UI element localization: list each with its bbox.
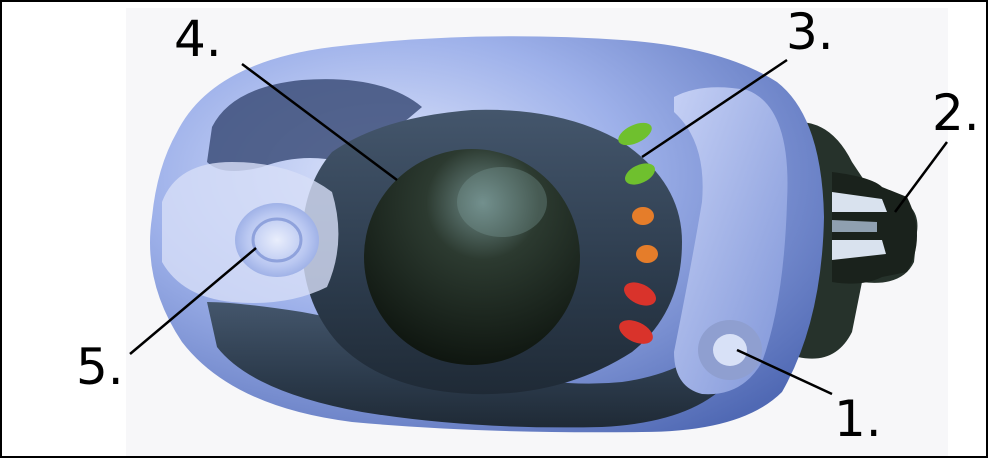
callout-line-2: [895, 142, 947, 212]
callout-label-5: 5.: [76, 342, 124, 392]
left-button: [235, 203, 319, 277]
led-orange-4: [636, 245, 658, 263]
trackball: [364, 149, 580, 365]
callout-label-1: 1.: [834, 394, 882, 444]
right-button: [698, 320, 762, 380]
callout-label-2: 2.: [932, 88, 980, 138]
callout-label-3: 3.: [786, 7, 834, 57]
led-orange-3: [632, 207, 654, 225]
callout-label-4: 4.: [174, 14, 222, 64]
